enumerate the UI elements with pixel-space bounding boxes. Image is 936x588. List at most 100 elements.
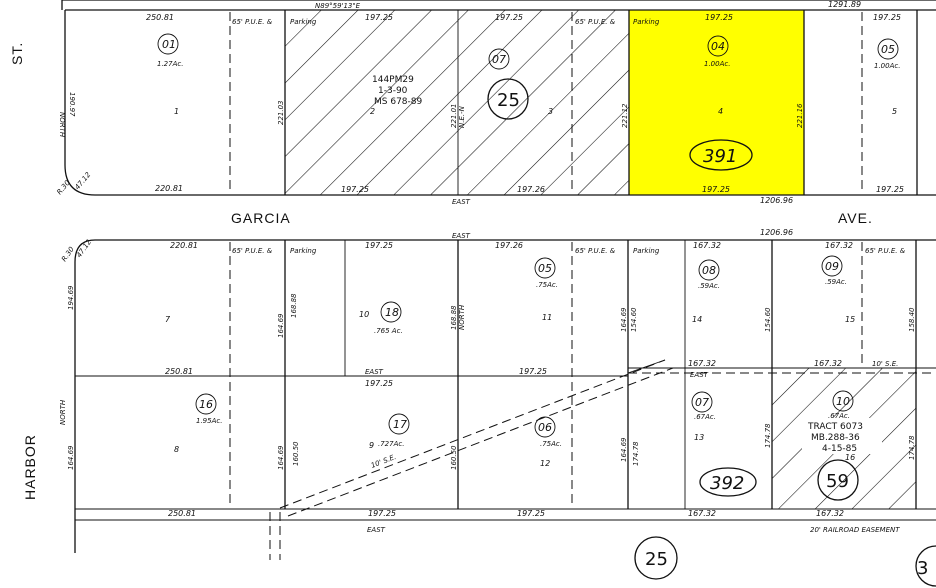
svg-text:174.78: 174.78 bbox=[908, 435, 916, 460]
svg-text:EAST: EAST bbox=[365, 368, 384, 376]
svg-text:9: 9 bbox=[369, 441, 374, 450]
apn-01: 01 bbox=[162, 38, 176, 51]
svg-text:R.30: R.30 bbox=[60, 245, 76, 263]
svg-text:MS 678-89: MS 678-89 bbox=[374, 97, 422, 107]
svg-text:16: 16 bbox=[845, 453, 855, 462]
svg-text:65' P.U.E. &: 65' P.U.E. & bbox=[232, 247, 273, 255]
svg-text:.765 Ac.: .765 Ac. bbox=[374, 327, 403, 335]
svg-text:197.25: 197.25 bbox=[365, 13, 393, 22]
svg-text:164.69: 164.69 bbox=[620, 307, 628, 332]
apn-07: 07 bbox=[492, 53, 506, 66]
svg-text:2: 2 bbox=[370, 107, 375, 116]
svg-text:168.88: 168.88 bbox=[290, 293, 298, 318]
apn-17: 17 bbox=[393, 418, 407, 431]
svg-text:197.25: 197.25 bbox=[519, 367, 547, 376]
svg-text:1206.96: 1206.96 bbox=[760, 228, 793, 237]
lower-block-outline bbox=[74, 239, 936, 553]
street-ave: AVE. bbox=[838, 210, 873, 226]
svg-text:221.01: 221.01 bbox=[450, 104, 458, 129]
block-25-bottom: 25 bbox=[645, 549, 668, 570]
svg-text:.59Ac.: .59Ac. bbox=[825, 278, 847, 286]
svg-text:164.69: 164.69 bbox=[277, 445, 285, 470]
svg-text:EAST: EAST bbox=[452, 232, 471, 240]
tract-name: TRACT 6073 bbox=[807, 422, 863, 432]
svg-text:.75Ac.: .75Ac. bbox=[540, 440, 562, 448]
svg-text:12: 12 bbox=[540, 459, 550, 468]
svg-text:10' S.E.: 10' S.E. bbox=[370, 453, 397, 470]
svg-text:160.50: 160.50 bbox=[450, 445, 458, 470]
apn-09: 09 bbox=[825, 260, 839, 273]
svg-text:NORTH: NORTH bbox=[458, 304, 466, 330]
svg-text:1.95Ac.: 1.95Ac. bbox=[196, 417, 222, 425]
svg-text:.727Ac.: .727Ac. bbox=[378, 440, 404, 448]
svg-text:10' S.E.: 10' S.E. bbox=[872, 360, 898, 368]
svg-text:167.32: 167.32 bbox=[688, 359, 716, 368]
svg-text:.67Ac.: .67Ac. bbox=[694, 413, 716, 421]
svg-text:4-15-85: 4-15-85 bbox=[822, 444, 857, 454]
svg-text:Parking: Parking bbox=[290, 18, 317, 26]
railroad-easement: 20' RAILROAD EASEMENT bbox=[810, 526, 900, 534]
svg-text:.75Ac.: .75Ac. bbox=[536, 281, 558, 289]
svg-text:154.60: 154.60 bbox=[764, 307, 772, 332]
svg-text:144PM29: 144PM29 bbox=[372, 75, 414, 85]
parcel-07-hatch bbox=[285, 10, 629, 195]
svg-text:164.69: 164.69 bbox=[277, 313, 285, 338]
svg-text:220.81: 220.81 bbox=[170, 241, 198, 250]
svg-text:197.25: 197.25 bbox=[495, 13, 523, 22]
svg-text:1291.89: 1291.89 bbox=[828, 0, 861, 9]
svg-text:N.E.-N: N.E.-N bbox=[458, 105, 466, 128]
svg-text:47.12: 47.12 bbox=[73, 170, 92, 191]
svg-text:.67Ac.: .67Ac. bbox=[828, 412, 850, 420]
apn-06: 06 bbox=[538, 421, 552, 434]
svg-text:197.25: 197.25 bbox=[702, 185, 730, 194]
svg-text:65' P.U.E. &: 65' P.U.E. & bbox=[575, 247, 616, 255]
block-59: 59 bbox=[826, 471, 849, 492]
svg-text:197.25: 197.25 bbox=[365, 241, 393, 250]
svg-text:5: 5 bbox=[892, 107, 897, 116]
svg-text:1: 1 bbox=[174, 107, 179, 116]
svg-text:197.25: 197.25 bbox=[517, 509, 545, 518]
svg-text:Parking: Parking bbox=[633, 247, 660, 255]
svg-text:190.97: 190.97 bbox=[68, 92, 76, 117]
svg-text:1.27Ac.: 1.27Ac. bbox=[157, 60, 183, 68]
svg-text:168.88: 168.88 bbox=[450, 305, 458, 330]
block-25-top: 25 bbox=[497, 90, 520, 111]
block-3: 3 bbox=[917, 558, 928, 579]
apn-16: 16 bbox=[199, 398, 213, 411]
svg-text:R.30: R.30 bbox=[55, 178, 72, 196]
svg-text:220.81: 220.81 bbox=[155, 184, 183, 193]
parcel-04-highlight[interactable] bbox=[629, 10, 804, 195]
svg-text:197.25: 197.25 bbox=[873, 13, 901, 22]
svg-text:158.40: 158.40 bbox=[908, 307, 916, 332]
svg-text:197.26: 197.26 bbox=[495, 241, 523, 250]
svg-text:174.78: 174.78 bbox=[764, 423, 772, 448]
svg-text:EAST: EAST bbox=[690, 371, 709, 379]
svg-text:221.16: 221.16 bbox=[796, 103, 804, 128]
svg-text:164.69: 164.69 bbox=[67, 445, 75, 470]
apn-07-low: 07 bbox=[695, 396, 709, 409]
svg-text:65' P.U.E. &: 65' P.U.E. & bbox=[865, 247, 906, 255]
apn-04: 04 bbox=[711, 40, 725, 53]
svg-text:154.60: 154.60 bbox=[630, 307, 638, 332]
block-392: 392 bbox=[710, 473, 744, 494]
street-harbor: HARBOR bbox=[22, 434, 38, 500]
street-st: ST. bbox=[9, 42, 25, 65]
svg-text:197.25: 197.25 bbox=[341, 185, 369, 194]
apn-05-top: 05 bbox=[881, 43, 895, 56]
svg-text:N89°59'13"E: N89°59'13"E bbox=[315, 2, 361, 10]
street-garcia: GARCIA bbox=[231, 210, 291, 226]
svg-text:194.69: 194.69 bbox=[67, 285, 75, 310]
svg-text:1.00Ac.: 1.00Ac. bbox=[874, 62, 900, 70]
svg-text:167.32: 167.32 bbox=[814, 359, 842, 368]
svg-text:Parking: Parking bbox=[633, 18, 660, 26]
svg-text:167.32: 167.32 bbox=[693, 241, 721, 250]
svg-text:197.26: 197.26 bbox=[517, 185, 545, 194]
svg-text:65' P.U.E. &: 65' P.U.E. & bbox=[232, 18, 273, 26]
svg-text:10: 10 bbox=[359, 310, 369, 319]
svg-text:197.25: 197.25 bbox=[365, 379, 393, 388]
svg-text:11: 11 bbox=[542, 313, 552, 322]
svg-text:167.32: 167.32 bbox=[825, 241, 853, 250]
block-391: 391 bbox=[703, 146, 737, 167]
apn-05-mid: 05 bbox=[538, 262, 552, 275]
